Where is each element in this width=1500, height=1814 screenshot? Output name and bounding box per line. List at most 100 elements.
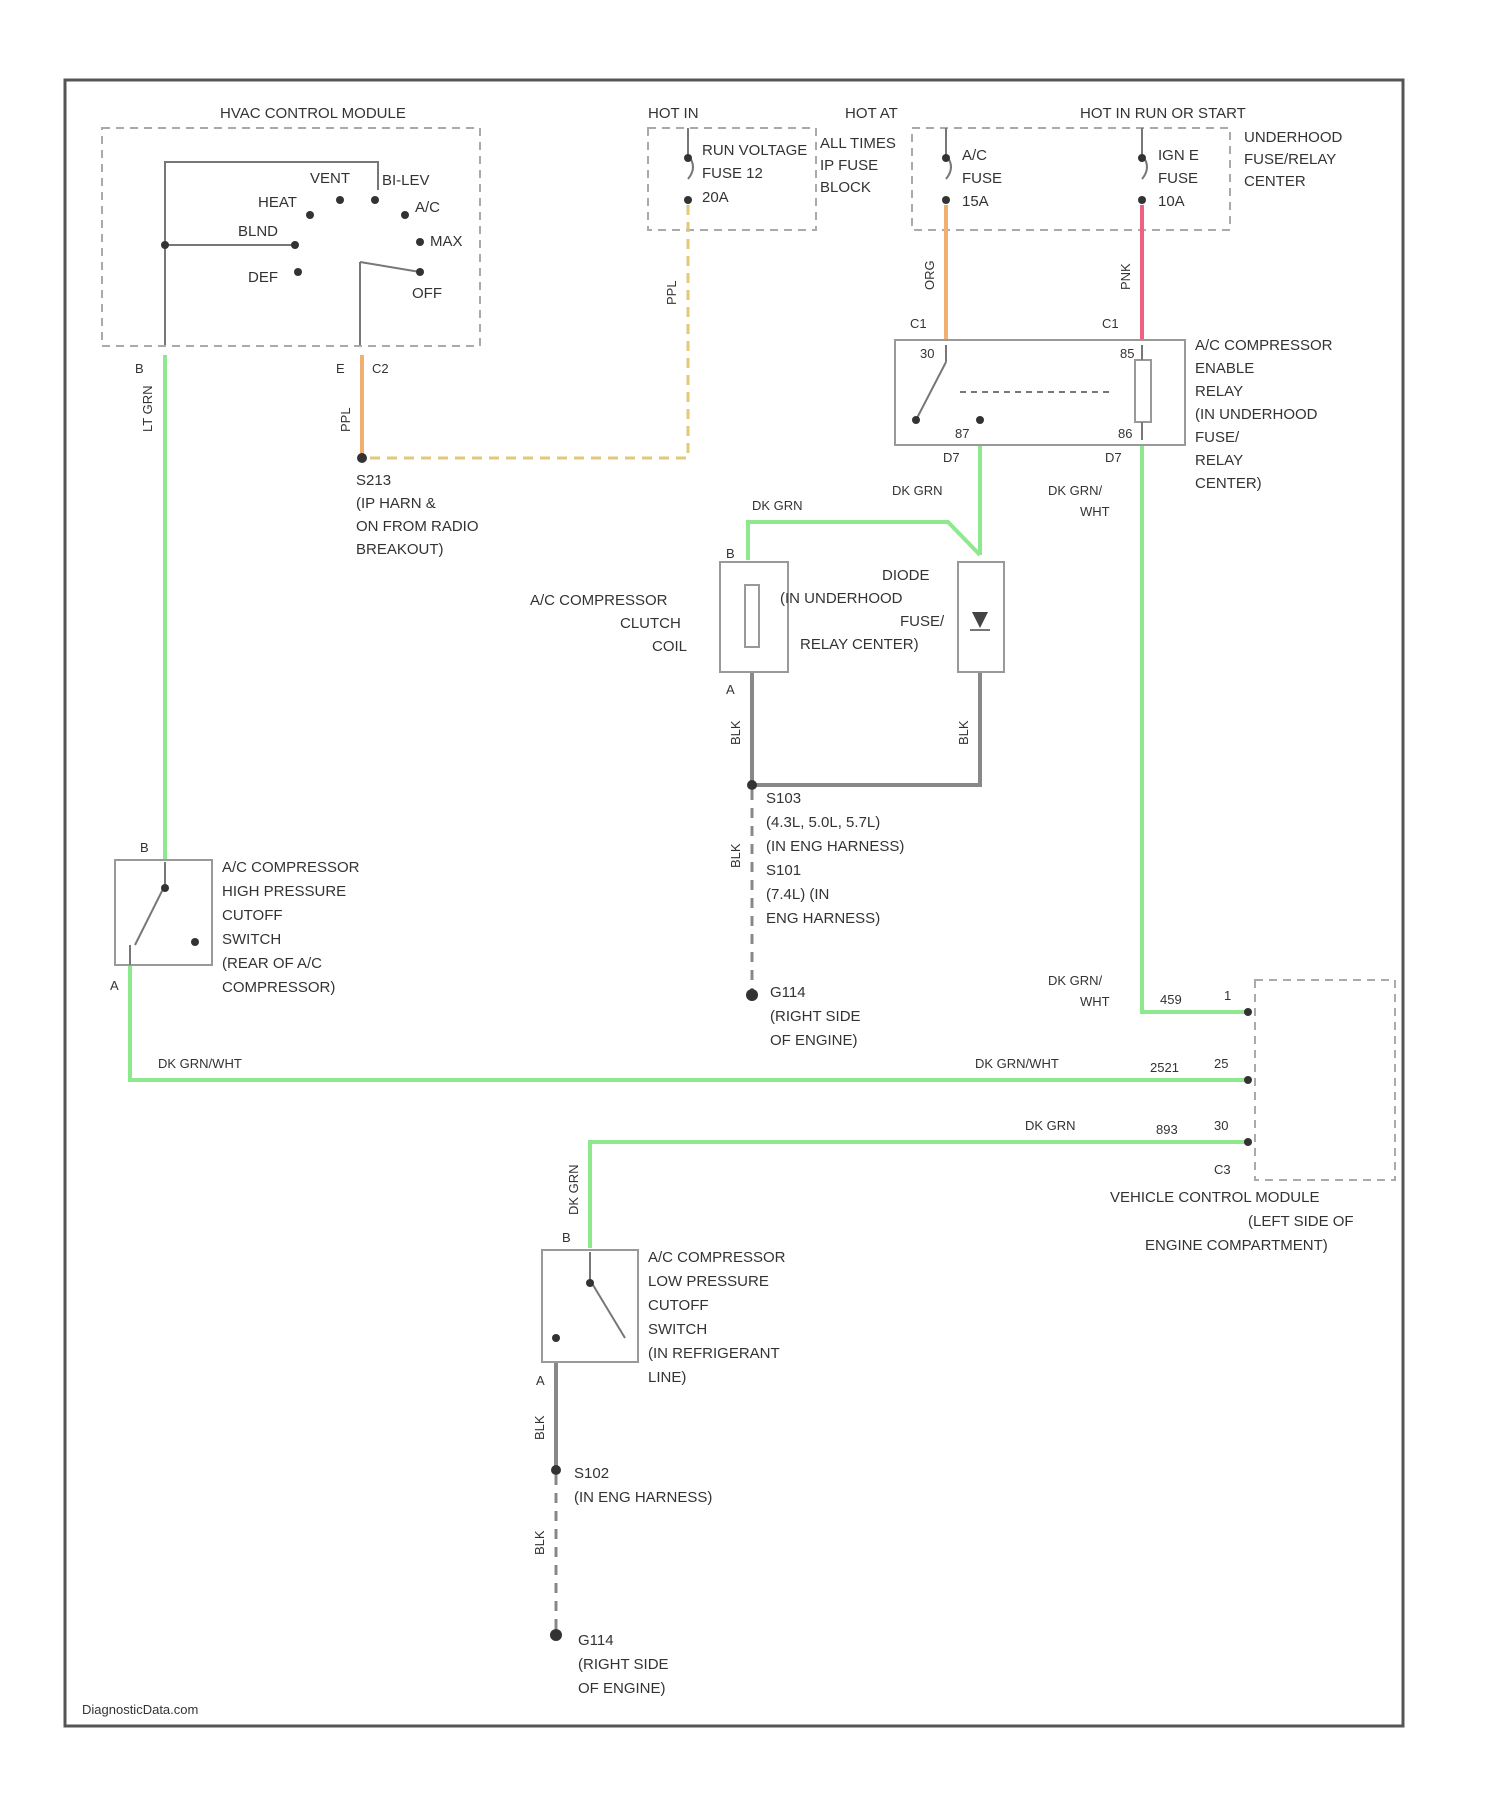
- hp-l1: A/C COMPRESSOR: [222, 859, 360, 876]
- wire-label-blk-s103: BLK: [728, 843, 743, 868]
- underhood-l1: UNDERHOOD: [1244, 129, 1343, 146]
- ckt-893: 893: [1156, 1122, 1178, 1137]
- hp-l6: COMPRESSOR): [222, 979, 335, 996]
- s213-l1: S213: [356, 472, 391, 489]
- hp-l4: SWITCH: [222, 931, 281, 948]
- hp-pin-b: B: [140, 840, 149, 855]
- diode: DIODE (IN UNDERHOOD FUSE/ RELAY CENTER): [780, 562, 1004, 672]
- pin-c1-right: C1: [1102, 316, 1119, 331]
- fuse-ac-l2: FUSE: [962, 170, 1002, 187]
- wire-label-dk-grn-top: DK GRN: [752, 498, 803, 513]
- lp-pin-b: B: [562, 1230, 571, 1245]
- wire-label-pnk: PNK: [1118, 263, 1133, 290]
- mode-max-label: MAX: [430, 233, 463, 250]
- wires: [130, 205, 1248, 1641]
- relay-l1: A/C COMPRESSOR: [1195, 337, 1333, 354]
- ac-compressor-enable-relay: C1 C1 30 85 87 86 D7 D7 A/C COMPRESSOR E…: [895, 316, 1333, 492]
- hot-in-label: HOT IN: [648, 105, 699, 122]
- vcm-l2: (LEFT SIDE OF: [1248, 1213, 1354, 1230]
- vcm-pin-25: 25: [1214, 1056, 1228, 1071]
- clutch-box: [720, 562, 788, 672]
- clutch-l1: A/C COMPRESSOR: [530, 592, 668, 609]
- diode-l4: RELAY CENTER): [800, 636, 919, 653]
- fuse-ign-l3: 10A: [1158, 193, 1185, 210]
- splice-s213: [357, 453, 367, 463]
- fuse12-l2: FUSE 12: [702, 165, 763, 182]
- fuse-ign-l1: IGN E: [1158, 147, 1199, 164]
- lp-l4: SWITCH: [648, 1321, 707, 1338]
- clutch-l2: CLUTCH: [620, 615, 681, 632]
- wire-label-lt-grn: LT GRN: [140, 386, 155, 432]
- wire-label-blk-lp1: BLK: [532, 1415, 547, 1440]
- hp-switch-dot2: [191, 938, 199, 946]
- underhood-l2: FUSE/RELAY: [1244, 151, 1336, 168]
- hp-pin-a: A: [110, 978, 119, 993]
- wire-blk-diode: [752, 672, 980, 785]
- hp-l5: (REAR OF A/C: [222, 955, 322, 972]
- lp-l6: LINE): [648, 1369, 686, 1386]
- pin-86: 86: [1118, 426, 1132, 441]
- diode-l2: (IN UNDERHOOD: [780, 590, 903, 607]
- lp-l5: (IN REFRIGERANT: [648, 1345, 780, 1362]
- lp-switch-dot1: [586, 1279, 594, 1287]
- relay-switch-blade: [916, 362, 946, 420]
- vehicle-control-module: 1 25 30 C3 459 2521 893 VEHICLE CONTROL …: [1110, 980, 1395, 1254]
- s103-l1: S103: [766, 790, 801, 807]
- vcm-box: [1255, 980, 1395, 1180]
- hvac-module-box: [102, 128, 480, 346]
- splice-s102: [551, 1465, 561, 1475]
- fuse12-dot-top: [684, 154, 692, 162]
- g114a-l3: OF ENGINE): [770, 1032, 858, 1049]
- ground-g114-b: [550, 1629, 562, 1641]
- ckt-459: 459: [1160, 992, 1182, 1007]
- mode-ac-dot: [401, 211, 409, 219]
- fuse-ac-l1: A/C: [962, 147, 987, 164]
- diode-l3: FUSE/: [900, 613, 945, 630]
- hvac-pin-b: B: [135, 361, 144, 376]
- mode-heat-dot: [306, 211, 314, 219]
- wire-label-dk-grn-wht-vcm-b: WHT: [1080, 994, 1110, 1009]
- wire-dk-grn-clutch: [748, 522, 980, 560]
- s102-l2: (IN ENG HARNESS): [574, 1489, 712, 1506]
- fuse12-l1: RUN VOLTAGE: [702, 142, 807, 159]
- hvac-node: [161, 241, 169, 249]
- wire-label-blk-clutch: BLK: [728, 720, 743, 745]
- fuse-ign-l2: FUSE: [1158, 170, 1198, 187]
- mode-max-dot: [416, 238, 424, 246]
- pin-85: 85: [1120, 346, 1134, 361]
- s103-l3: (IN ENG HARNESS): [766, 838, 904, 855]
- mode-heat-label: HEAT: [258, 194, 297, 211]
- wire-label-dk-grn-wht-b: WHT: [1080, 504, 1110, 519]
- mode-blnd-dot: [291, 241, 299, 249]
- g114b-l2: (RIGHT SIDE: [578, 1656, 669, 1673]
- lp-switch-blade: [590, 1280, 625, 1338]
- vcm-pin25-dot: [1244, 1076, 1252, 1084]
- vcm-pin-1: 1: [1224, 988, 1231, 1003]
- splice-s103: [747, 780, 757, 790]
- vcm-pin-30: 30: [1214, 1118, 1228, 1133]
- high-pressure-cutoff-switch: B A A/C COMPRESSOR HIGH PRESSURE CUTOFF …: [110, 840, 360, 996]
- s213-l2: (IP HARN &: [356, 495, 436, 512]
- hvac-pin-c2: C2: [372, 361, 389, 376]
- lp-switch-dot2: [552, 1334, 560, 1342]
- wire-label-blk-diode: BLK: [956, 720, 971, 745]
- pin-87: 87: [955, 426, 969, 441]
- fuse-ac-l3: 15A: [962, 193, 989, 210]
- underhood-l3: CENTER: [1244, 173, 1306, 190]
- wire-label-ppl2: PPL: [664, 280, 679, 305]
- wire-dk-grn-wht-vcm: [1142, 445, 1248, 1012]
- wire-label-ppl: PPL: [338, 407, 353, 432]
- g114a-l1: G114: [770, 984, 806, 1001]
- wire-label-dk-grn-wht-bottom: DK GRN/WHT: [158, 1056, 242, 1071]
- wire-label-dk-grn-wht-vcm-a: DK GRN/: [1048, 973, 1103, 988]
- relay-l4: (IN UNDERHOOD: [1195, 406, 1318, 423]
- relay-pivot: [912, 416, 920, 424]
- pin-d7-left: D7: [943, 450, 960, 465]
- vcm-l1: VEHICLE CONTROL MODULE: [1110, 1189, 1319, 1206]
- mode-ac-label: A/C: [415, 199, 440, 216]
- all-times-l1: ALL TIMES: [820, 135, 896, 152]
- relay-l2: ENABLE: [1195, 360, 1254, 377]
- mode-vent-label: VENT: [310, 170, 350, 187]
- footer-watermark: DiagnosticData.com: [82, 1702, 198, 1717]
